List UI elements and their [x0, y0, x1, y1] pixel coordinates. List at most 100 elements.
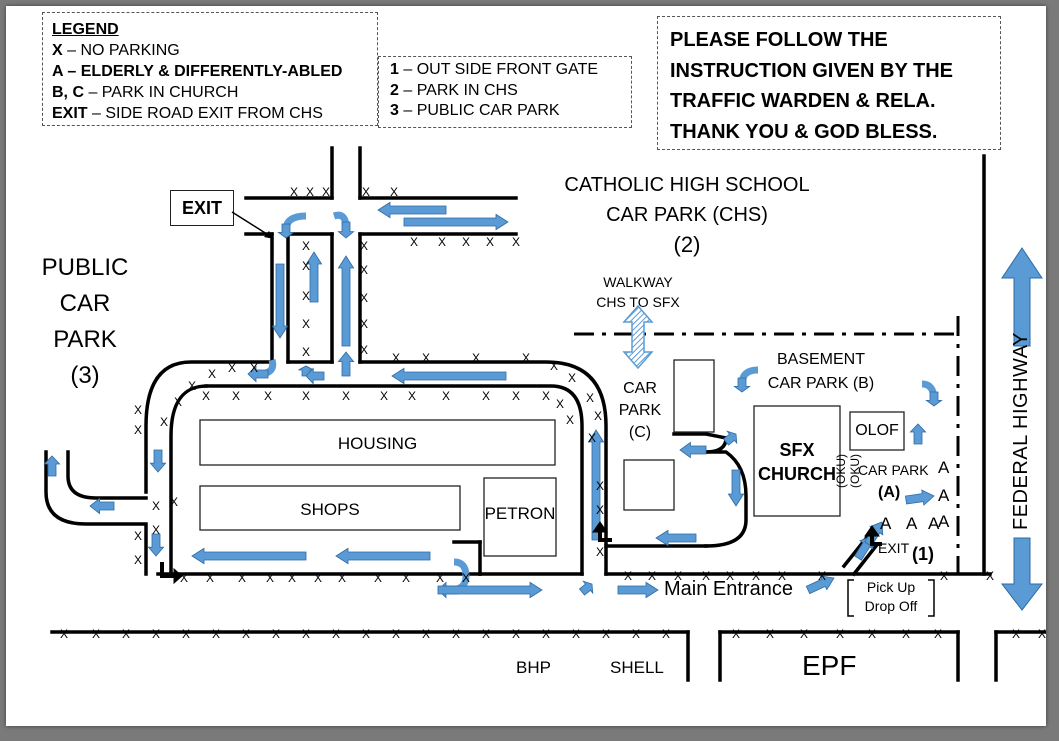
buildings — [199, 359, 905, 557]
no-parking-x: X — [170, 495, 178, 509]
flow-arrow — [191, 547, 307, 565]
car-park-a-label: CAR PARK — [858, 462, 929, 478]
elderly-mark: A — [906, 514, 918, 533]
flow-arrow — [89, 497, 115, 515]
no-parking-x: X — [392, 627, 400, 641]
no-parking-x: X — [288, 571, 296, 585]
notice-line: INSTRUCTION GIVEN BY THE — [670, 59, 953, 82]
flow-arrow — [403, 213, 509, 231]
flow-arrow — [337, 351, 355, 377]
no-parking-x: X — [594, 409, 602, 423]
no-parking-x: X — [1038, 627, 1046, 641]
no-parking-x: X — [986, 569, 994, 583]
flow-arrow — [733, 377, 751, 393]
no-parking-x: X — [360, 343, 368, 357]
no-parking-x: X — [940, 569, 948, 583]
flow-arrow — [617, 581, 659, 599]
no-parking-x: X — [422, 627, 430, 641]
no-parking-x: X — [290, 185, 298, 199]
main-entrance-label: Main Entrance — [664, 578, 793, 600]
no-parking-x: X — [182, 627, 190, 641]
exit-1-label: EXIT — [878, 540, 910, 556]
no-parking-x: X — [332, 627, 340, 641]
no-parking-x: X — [836, 627, 844, 641]
bhp-label: BHP — [516, 658, 551, 677]
notice-line: PLEASE FOLLOW THE — [670, 29, 888, 51]
flow-arrow — [147, 533, 165, 557]
shops-block — [199, 485, 461, 531]
elderly-mark: A — [880, 514, 892, 533]
no-parking-x: X — [242, 627, 250, 641]
no-parking-x: X — [766, 627, 774, 641]
legend-number-1: 1 – OUT SIDE FRONT GATE — [390, 61, 599, 78]
no-parking-x: X — [302, 239, 310, 253]
no-parking-x: X — [206, 571, 214, 585]
no-parking-x: X — [752, 569, 760, 583]
no-parking-marks: X X X X X X X X X X X X X X X X X X X X X X X X X X X X X X X X X X X X X X X X… — [60, 185, 1046, 641]
no-parking-x: X — [512, 627, 520, 641]
no-parking-x: X — [212, 627, 220, 641]
map-page: X X X X X X X X X X X X X X X X X X X X X X X X X X X X X X X X X X X X X X X X… — [6, 6, 1046, 726]
no-parking-x: X — [238, 571, 246, 585]
flow-arrow — [578, 580, 594, 596]
no-parking-x: X — [360, 317, 368, 331]
no-parking-x: X — [152, 499, 160, 513]
no-parking-x: X — [134, 553, 142, 567]
pickup-bracket — [847, 579, 935, 617]
no-parking-x: X — [314, 571, 322, 585]
no-parking-x: X — [374, 571, 382, 585]
no-parking-x: X — [208, 367, 216, 381]
legend-number-3: 3 – PUBLIC CAR PARK — [390, 102, 560, 119]
car-park-c-building — [623, 459, 675, 511]
no-parking-x: X — [360, 263, 368, 277]
roads — [44, 146, 1046, 682]
no-parking-x: X — [392, 351, 400, 365]
legend-item-x: X – NO PARKING — [52, 42, 180, 59]
flow-arrow — [587, 429, 605, 541]
flow-arrow — [305, 367, 325, 385]
no-parking-x: X — [452, 627, 460, 641]
no-parking-x: X — [436, 571, 444, 585]
flow-arrow — [391, 367, 507, 385]
chs-label: CATHOLIC HIGH SCHOOL CAR PARK (CHS) (2) — [564, 174, 810, 257]
notice-line: TRAFFIC WARDEN & RELA. — [670, 90, 936, 112]
no-parking-x: X — [522, 351, 530, 365]
no-parking-x: X — [442, 389, 450, 403]
sfx-church-label: SFX CHURCH — [758, 440, 836, 484]
legend-number-2: 2 – PARK IN CHS — [390, 81, 518, 99]
flow-arrow — [805, 575, 835, 595]
turn-arrows — [160, 521, 882, 585]
no-parking-x: X — [902, 627, 910, 641]
no-parking-x: X — [486, 235, 494, 249]
epf-label: EPF — [802, 650, 857, 681]
no-parking-x: X — [868, 627, 876, 641]
parking-map: X X X X X X X X X X X X X X X X X X X X X X X X X X X X X X X X X X X X X X X X… — [43, 146, 1046, 682]
no-parking-x: X — [596, 503, 604, 517]
car-park-c-label: CAR PARK (C) — [618, 380, 662, 441]
no-parking-x: X — [408, 389, 416, 403]
no-parking-x: X — [174, 395, 182, 409]
no-parking-x: X — [596, 545, 604, 559]
pickup-dropoff-label: Pick Up Drop Off — [864, 579, 918, 614]
no-parking-x: X — [380, 389, 388, 403]
elderly-mark: A — [938, 486, 950, 505]
flow-arrow — [722, 430, 738, 446]
no-parking-x: X — [360, 291, 368, 305]
walkway-label: WALKWAY CHS TO SFX — [596, 274, 680, 310]
no-parking-x: X — [360, 239, 368, 253]
flow-arrow — [305, 251, 323, 303]
no-parking-x: X — [264, 389, 272, 403]
exit-label: EXIT — [170, 190, 234, 226]
car-park-a-code: (A) — [878, 484, 901, 501]
no-parking-x: X — [602, 627, 610, 641]
shell-label: SHELL — [610, 658, 664, 677]
no-parking-x: X — [438, 235, 446, 249]
no-parking-x: X — [180, 571, 188, 585]
no-parking-x: X — [542, 389, 550, 403]
traffic-arrows — [43, 201, 943, 599]
housing-label: HOUSING — [337, 434, 418, 453]
flow-arrow — [925, 391, 943, 407]
no-parking-x: X — [462, 571, 470, 585]
no-parking-x: X — [542, 627, 550, 641]
no-parking-x: X — [342, 389, 350, 403]
